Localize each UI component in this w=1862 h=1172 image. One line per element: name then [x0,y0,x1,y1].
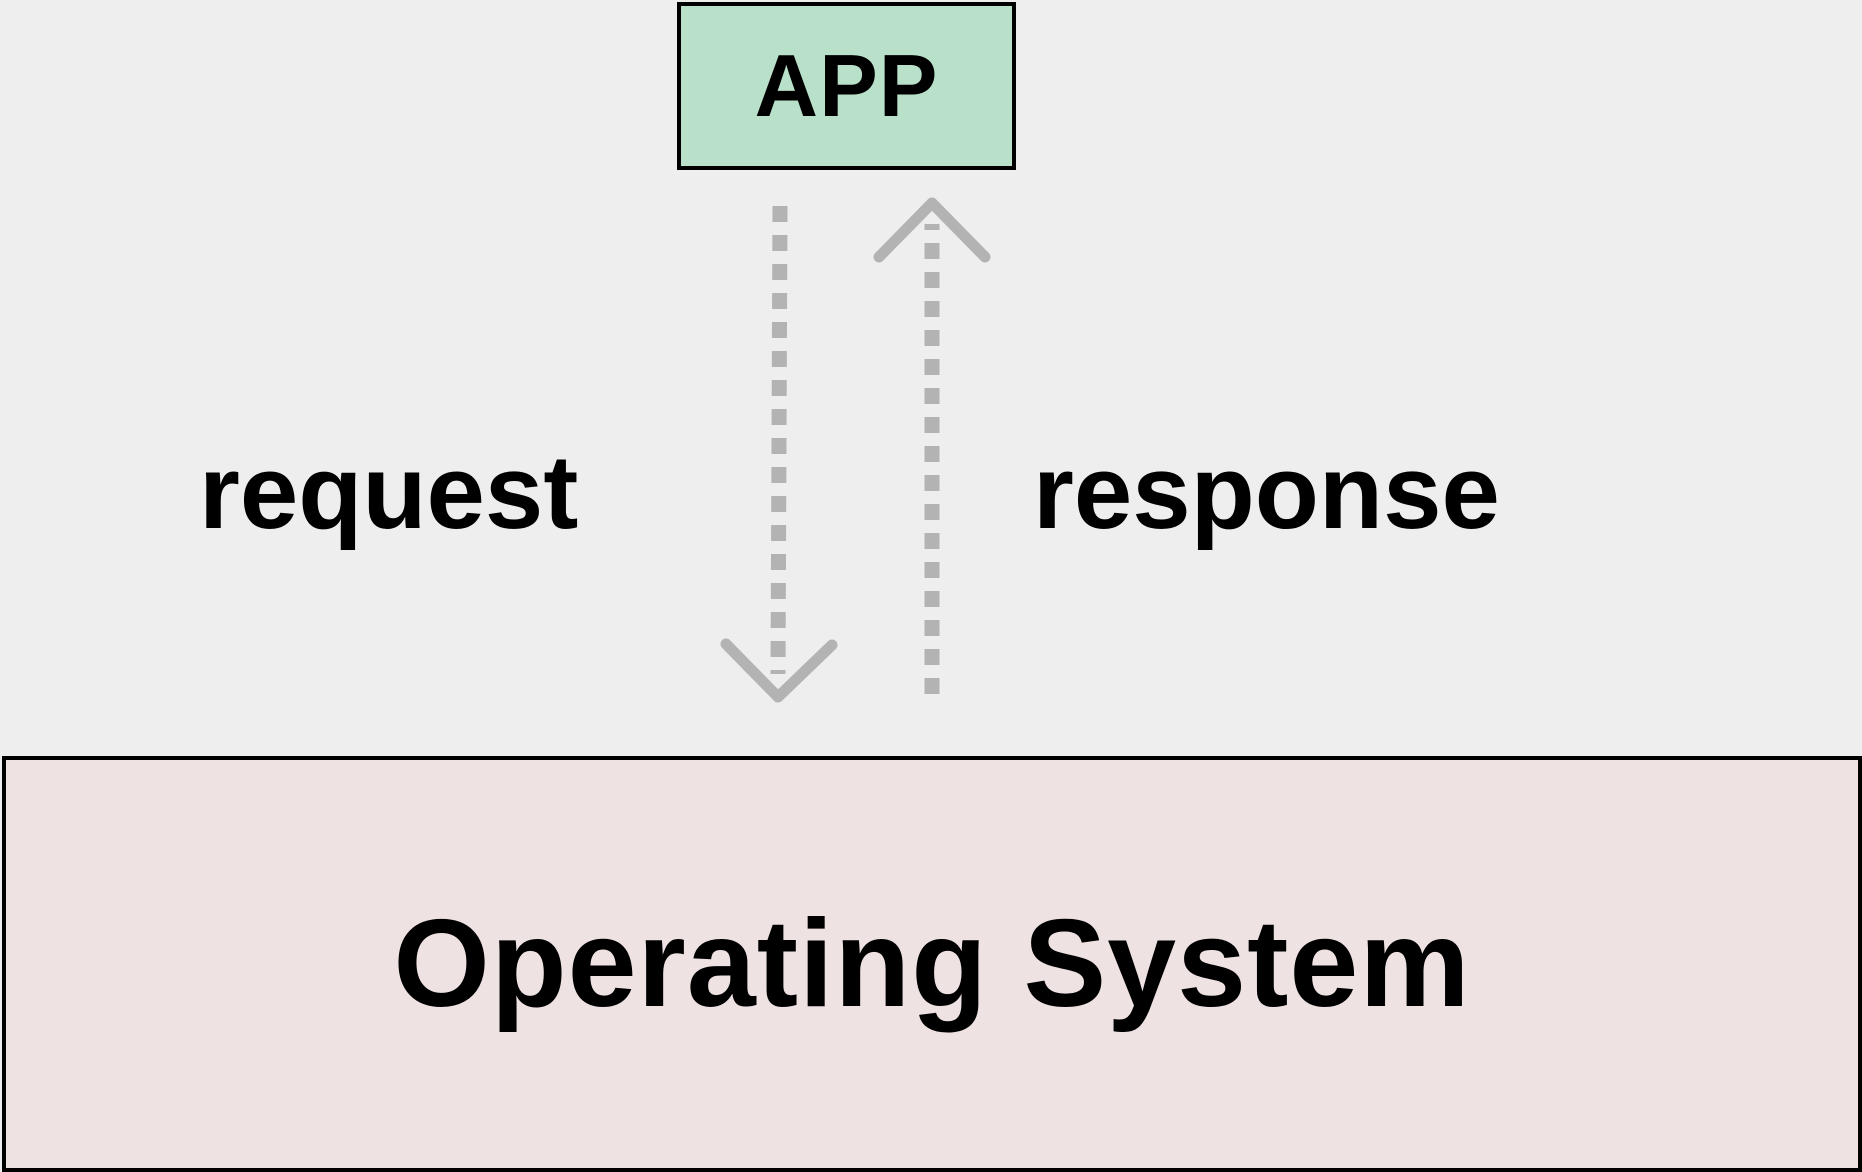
request-arrow-shaft [770,205,788,675]
operating-system-box: Operating System [2,756,1862,1172]
request-label: request [199,434,579,551]
response-arrowhead-icon [873,197,991,263]
app-label: APP [754,36,939,135]
operating-system-label: Operating System [393,895,1471,1033]
response-label: response [1033,434,1500,551]
request-arrowhead-icon [720,638,838,703]
app-box: APP [677,2,1016,170]
